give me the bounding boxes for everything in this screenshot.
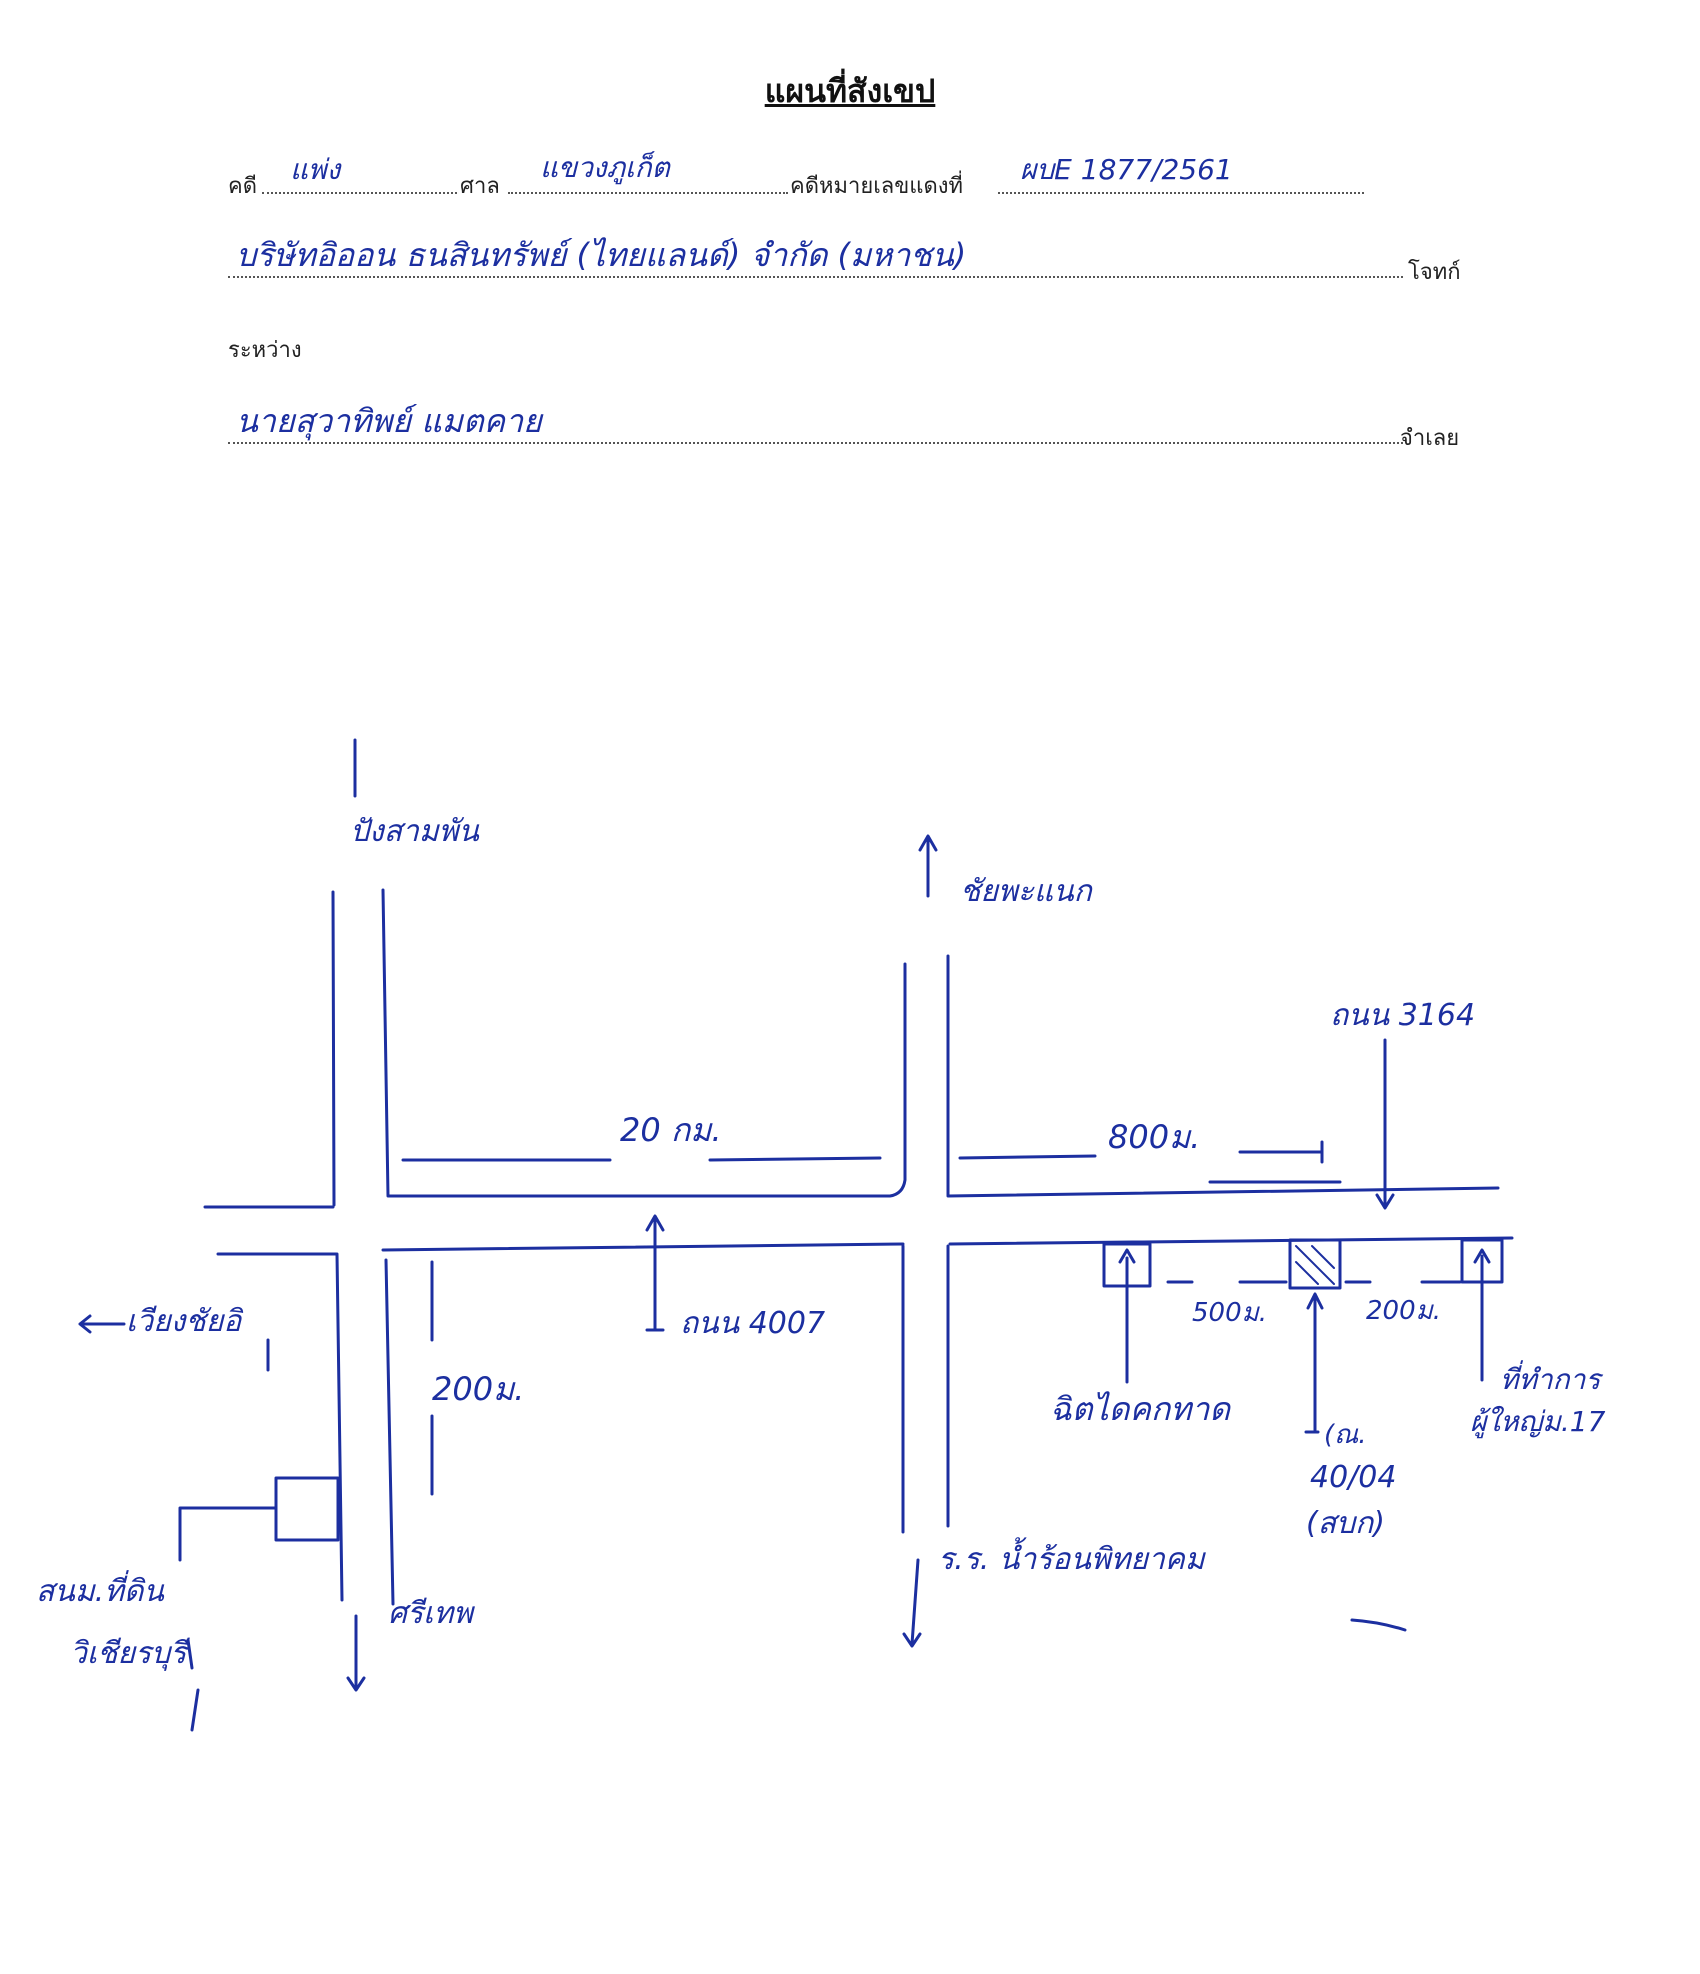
east-road-south-edge — [948, 1236, 1514, 1246]
plaintiff-label: โจทก์ — [1408, 260, 1461, 285]
left-landmark-box — [274, 1476, 340, 1542]
defendant-dotted-line — [228, 442, 1403, 444]
plaintiff-dotted-line — [228, 276, 1403, 278]
target-label: (สบก) — [1306, 1506, 1385, 1541]
mid-road-upper-east-edge — [946, 954, 1500, 1198]
office-label-line2: ผู้ใหญ่ม.17 — [1470, 1405, 1606, 1438]
target-house-box — [1288, 1238, 1342, 1290]
bottom-left-road-label: ศรีเทพ — [388, 1596, 473, 1631]
house-number-label: 40/04 — [1310, 1460, 1397, 1495]
defendant-value: นายสุวาทิพย์ แมตคาย — [236, 402, 542, 440]
main-road-south-edge — [381, 1242, 905, 1252]
case-label: คดี — [228, 174, 258, 199]
top-mid-road-label: ชัยพะแนก — [960, 874, 1092, 909]
top-left-road-label: ปังสามพัน — [350, 814, 479, 849]
left-landmark-label-line2: วิเชียรบุรี — [70, 1636, 187, 1671]
left-landmark-pointer — [178, 1506, 278, 1562]
dist-800m-line-left — [958, 1154, 1097, 1160]
house-prefix-label: (ณ. — [1324, 1420, 1367, 1450]
between-label: ระหว่าง — [228, 338, 302, 363]
office-label-line1: ที่ทำการ — [1500, 1363, 1601, 1396]
red-case-number-value: ผบE 1877/2561 — [1020, 153, 1233, 186]
court-dotted-line — [508, 192, 788, 194]
road-4007-arrow — [645, 1218, 665, 1332]
dist-500m-label: 500ม. — [1192, 1298, 1268, 1328]
dist-20km-label: 20 กม. — [620, 1111, 722, 1149]
dist-800m-line-right — [1238, 1140, 1324, 1164]
left-direction-arrow — [78, 1314, 126, 1334]
left-road-lower-east-edge — [384, 1258, 395, 1606]
road-4007-label: ถนน 4007 — [680, 1306, 826, 1341]
school-arrow — [902, 1558, 922, 1648]
left-road-upper-west-edge — [331, 890, 336, 1207]
road-3164-label: ถนน 3164 — [1330, 998, 1476, 1033]
church-label: ฉิตไดคกทาด — [1050, 1390, 1231, 1428]
dist-200m-right-label: 200ม. — [1366, 1296, 1442, 1326]
dist-20km-line-right — [708, 1156, 882, 1162]
target-house-pointer — [1304, 1294, 1320, 1434]
case-dotted-line — [262, 192, 457, 194]
dist-200m-left-label: 200ม. — [432, 1370, 525, 1408]
dist-800m-label: 800ม. — [1108, 1118, 1201, 1156]
case-value: แพ่ง — [290, 153, 341, 186]
red-case-number-dotted-line — [998, 192, 1364, 194]
left-road-upper-east-edge — [381, 888, 907, 1198]
school-label: ร.ร. น้ำร้อนพิทยาคม — [938, 1542, 1205, 1577]
bottom-left-arrow — [346, 1614, 366, 1692]
left-road-lower-west-edge — [335, 1252, 344, 1602]
plaintiff-value: บริษัทอิออน ธนสินทรัพย์ (ไทยแลนด์) จำกัด… — [236, 236, 967, 274]
defendant-label: จำเลย — [1400, 426, 1460, 451]
red-case-number-label: คดีหมายเลขแดงที่ — [790, 174, 964, 199]
left-landmark-label-line1: สนม.ที่ดิน — [36, 1574, 164, 1609]
court-value: แขวงภูเก็ต — [540, 151, 670, 184]
page-title: แผนที่สังเขป — [764, 72, 936, 110]
court-label: ศาล — [460, 174, 500, 199]
left-direction-label: เวียงชัยอิ — [126, 1304, 242, 1339]
